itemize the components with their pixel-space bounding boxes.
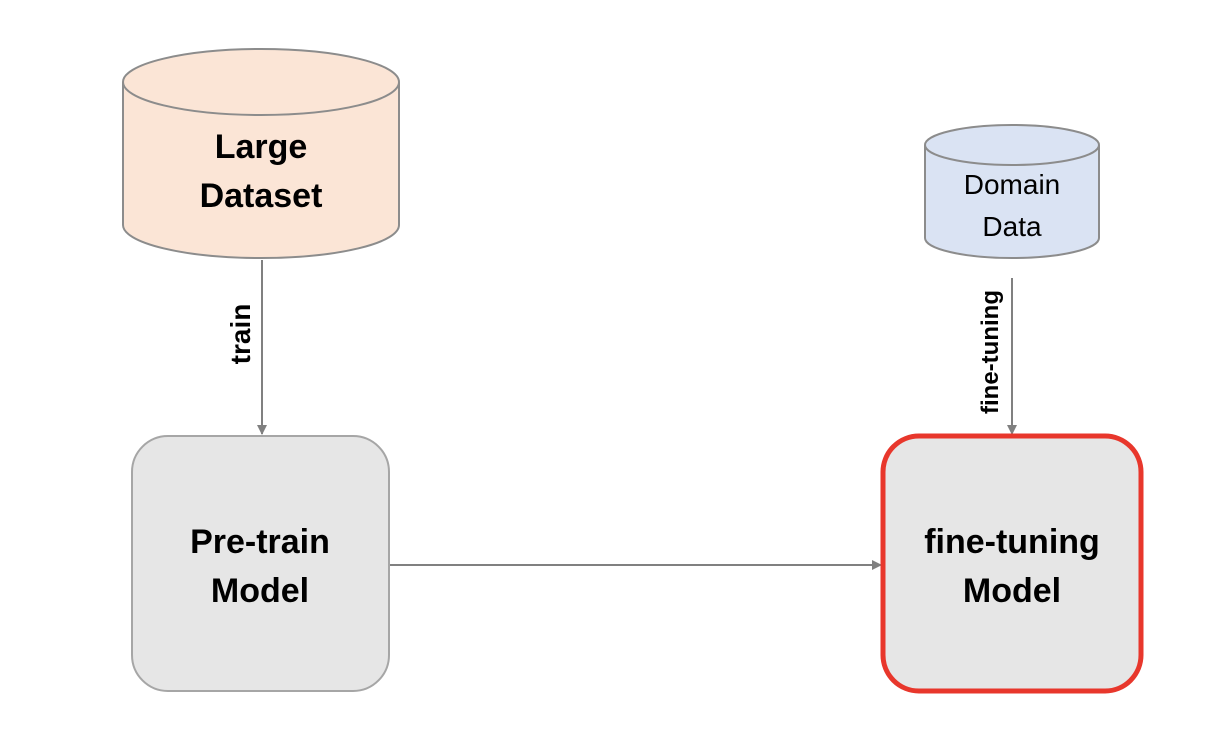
domain-data-body bbox=[924, 145, 1100, 259]
large-dataset-cylinder: Large Dataset bbox=[122, 48, 400, 259]
finetuning-model-label-line2: Model bbox=[963, 572, 1061, 610]
large-dataset-top bbox=[122, 48, 400, 116]
pretrain-model-label-line2: Model bbox=[211, 572, 309, 610]
domain-data-top bbox=[924, 124, 1100, 166]
large-dataset-body bbox=[122, 82, 400, 259]
pretrain-model-box: Pre-train Model bbox=[131, 435, 390, 692]
pretrain-model-rect bbox=[131, 435, 390, 692]
finetuning-edge-label: fine-tuning bbox=[977, 290, 1004, 414]
large-dataset-label-line2: Dataset bbox=[200, 177, 323, 215]
domain-data-label-line1: Domain bbox=[964, 169, 1060, 200]
finetuning-model-box: fine-tuning Model bbox=[880, 433, 1144, 694]
domain-data-label-line2: Data bbox=[982, 211, 1042, 242]
train-edge-label: train bbox=[225, 304, 256, 365]
domain-data-cylinder: Domain Data bbox=[924, 124, 1100, 259]
finetuning-model-rect bbox=[880, 433, 1144, 694]
finetuning-model-label-line1: fine-tuning bbox=[924, 523, 1100, 561]
pretrain-model-label-line1: Pre-train bbox=[190, 523, 330, 561]
large-dataset-label-line1: Large bbox=[215, 128, 308, 166]
